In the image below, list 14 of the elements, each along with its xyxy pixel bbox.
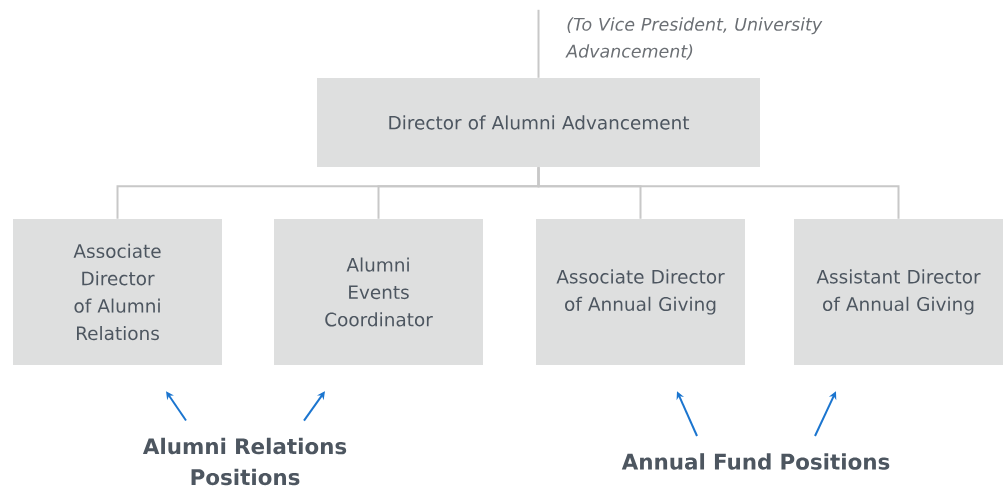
org-box: Director of Alumni Advancement bbox=[317, 78, 760, 167]
arrow bbox=[303, 391, 325, 422]
org-box: Associate Director of Alumni Relations bbox=[13, 219, 222, 365]
connector-line bbox=[537, 166, 900, 220]
group-label: Alumni Relations Positions bbox=[142, 437, 347, 486]
org-box: Assistant Director of Annual Giving bbox=[794, 219, 1003, 365]
group-label: Annual Fund Positions bbox=[621, 453, 890, 470]
org-box: Alumni Events Coordinator bbox=[274, 219, 483, 365]
arrow bbox=[814, 391, 837, 437]
org-box: Associate Director of Annual Giving bbox=[536, 219, 745, 365]
arrow bbox=[676, 391, 698, 437]
note-text: (To Vice President, University Advancement) bbox=[565, 17, 823, 60]
connector-line bbox=[537, 8, 540, 79]
arrow bbox=[166, 391, 187, 422]
